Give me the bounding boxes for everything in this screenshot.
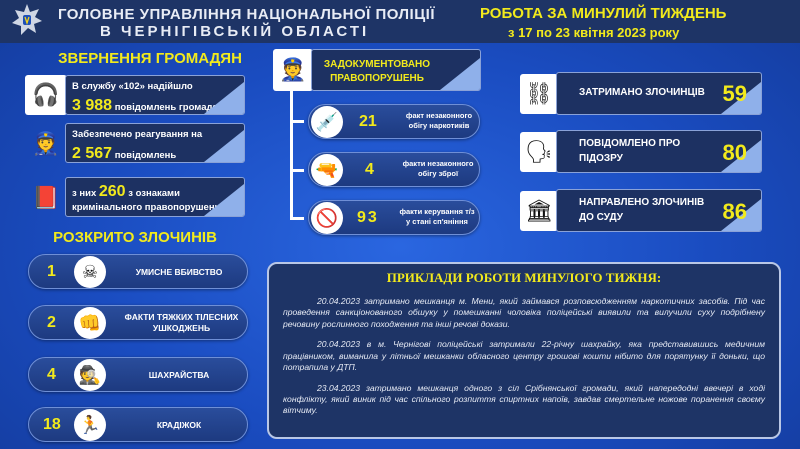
appeal-pre: з них [72,188,97,199]
police-officer-icon: 👮 [32,131,60,156]
documented-value: 4 [365,161,374,178]
appeal-card-response: Забезпечено реагування на 2 567 повідомл… [65,123,245,163]
solved-label: ФАКТИ ТЯЖКИХ ТІЛЕСНИХ УШКОДЖЕНЬ [124,312,239,334]
documented-heading-line2: ПРАВОПОРУШЕНЬ [330,73,424,84]
report-title: РОБОТА ЗА МИНУЛИЙ ТИЖДЕНЬ [480,5,727,22]
examples-title: ПРИКЛАДИ РОБОТИ МИНУЛОГО ТИЖНЯ: [386,270,662,285]
appeal-value: 260 [98,183,126,200]
result-label: ДО СУДУ [579,212,623,223]
connector-line [290,91,293,219]
connector-arrow [290,120,304,123]
appeal-value: 2 567 [72,145,113,162]
handcuffs-icon: ⛓ [520,74,558,114]
assault-icon: 👊 [74,307,106,339]
example-paragraph: 20.04.2023 в м. Чернігові поліцейські за… [283,339,765,373]
solved-item: 2 👊 ФАКТИ ТЯЖКИХ ТІЛЕСНИХ УШКОДЖЕНЬ [28,305,248,340]
result-card-detained: ЗАТРИМАНО ЗЛОЧИНЦІВ 59 [556,72,762,115]
solved-heading: РОЗКРИТО ЗЛОЧИНІВ [53,229,217,246]
solved-value: 1 [47,263,56,280]
result-label: ПОВІДОМЛЕНО ПРО [579,138,681,149]
documented-value: 93 [357,209,379,226]
appeal-card-criminal: з них 260 з ознаками кримінального право… [65,177,245,217]
appeal-post: повідомлень громадян [114,102,224,113]
solved-item: 1 ☠ УМИСНЕ ВБИВСТВО [28,254,248,289]
solved-value: 2 [47,314,56,331]
result-label: НАПРАВЛЕНО ЗЛОЧИНІВ [579,197,705,208]
appeal-value: 3 988 [72,97,113,114]
appeal-line2: кримінального правопорушення [72,202,226,213]
org-title-line1: ГОЛОВНЕ УПРАВЛІННЯ НАЦІОНАЛЬНОЇ ПОЛІЦІЇ [58,6,435,23]
operator-headset-icon: 🎧 [25,75,67,115]
pistol-icon: 🔫 [311,154,343,186]
documented-header: ЗАДОКУМЕНТОВАНО ПРАВОПОРУШЕНЬ [311,49,481,91]
documented-value: 21 [359,113,377,130]
result-card-court: НАПРАВЛЕНО ЗЛОЧИНІВ ДО СУДУ 86 [556,189,762,232]
result-value: 80 [722,140,747,165]
syringe-drugs-icon: 💉 [311,106,343,138]
result-value: 59 [722,81,747,106]
police-detain-icon: 👮 [273,49,313,91]
header-bar [0,0,800,43]
result-label: ЗАТРИМАНО ЗЛОЧИНЦІВ [579,87,705,98]
example-paragraph: 23.04.2023 затримано мешканця одного з с… [283,382,765,416]
court-building-icon: 🏛 [520,191,558,231]
no-drunk-driving-icon: 🚫 [311,202,343,234]
suspicion-notice-icon: 🗣 [520,132,558,172]
appeal-post: повідомлень [114,150,177,161]
result-label: ПІДОЗРУ [579,153,623,164]
solved-value: 18 [43,416,61,433]
appeal-card-102: В службу «102» надійшло 3 988 повідомлен… [65,75,245,115]
org-title-line2: В ЧЕРНІГІВСЬКІЙ ОБЛАСТІ [100,23,370,40]
officer-document-icon: 📕 [32,185,60,210]
connector-arrow [290,217,304,220]
solved-label: УМИСНЕ ВБИВСТВО [135,267,223,277]
solved-item: 4 🕵 ШАХРАЙСТВА [28,357,248,392]
murder-icon: ☠ [74,256,106,288]
fraudster-icon: 🕵 [74,359,106,391]
solved-label: ШАХРАЙСТВА [148,370,210,380]
connector-arrow [290,169,304,172]
documented-heading-line1: ЗАДОКУМЕНТОВАНО [323,59,431,70]
police-star-logo [12,4,42,35]
running-thief-icon: 🏃 [74,409,106,441]
appeal-pre: Забезпечено реагування на [72,129,203,140]
appeals-heading: ЗВЕРНЕННЯ ГРОМАДЯН [58,50,242,67]
appeal-pre: В службу «102» надійшло [72,81,193,92]
result-card-suspicion: ПОВІДОМЛЕНО ПРО ПІДОЗРУ 80 [556,130,762,173]
solved-label: КРАДІЖОК [156,420,202,430]
examples-panel: ПРИКЛАДИ РОБОТИ МИНУЛОГО ТИЖНЯ: 20.04.20… [267,262,781,439]
solved-value: 4 [47,366,56,383]
solved-item: 18 🏃 КРАДІЖОК [28,407,248,442]
appeal-post: з ознаками [128,188,180,199]
example-paragraph: 20.04.2023 затримано мешканця м. Мени, я… [283,296,765,329]
result-value: 86 [722,199,747,224]
report-period: з 17 по 23 квітня 2023 року [508,25,680,40]
